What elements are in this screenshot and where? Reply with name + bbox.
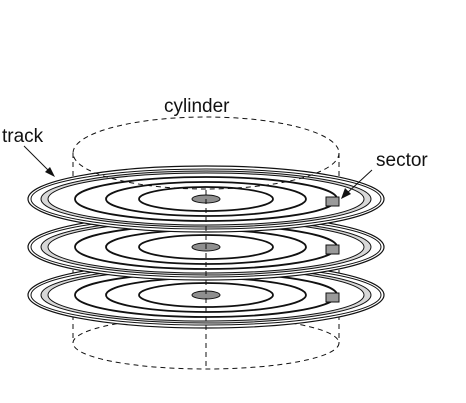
cylinder-label: cylinder: [164, 96, 230, 117]
sector-wedge-top: [325, 196, 340, 207]
cylinder-top-ellipse: [72, 116, 340, 190]
sector-wedge-bottom: [325, 292, 340, 303]
track-label: track: [2, 126, 44, 147]
sector-arrow: [341, 169, 373, 199]
sector-wedge-middle: [325, 244, 340, 255]
sector-label: sector: [376, 150, 428, 171]
track-arrow: [23, 145, 55, 177]
